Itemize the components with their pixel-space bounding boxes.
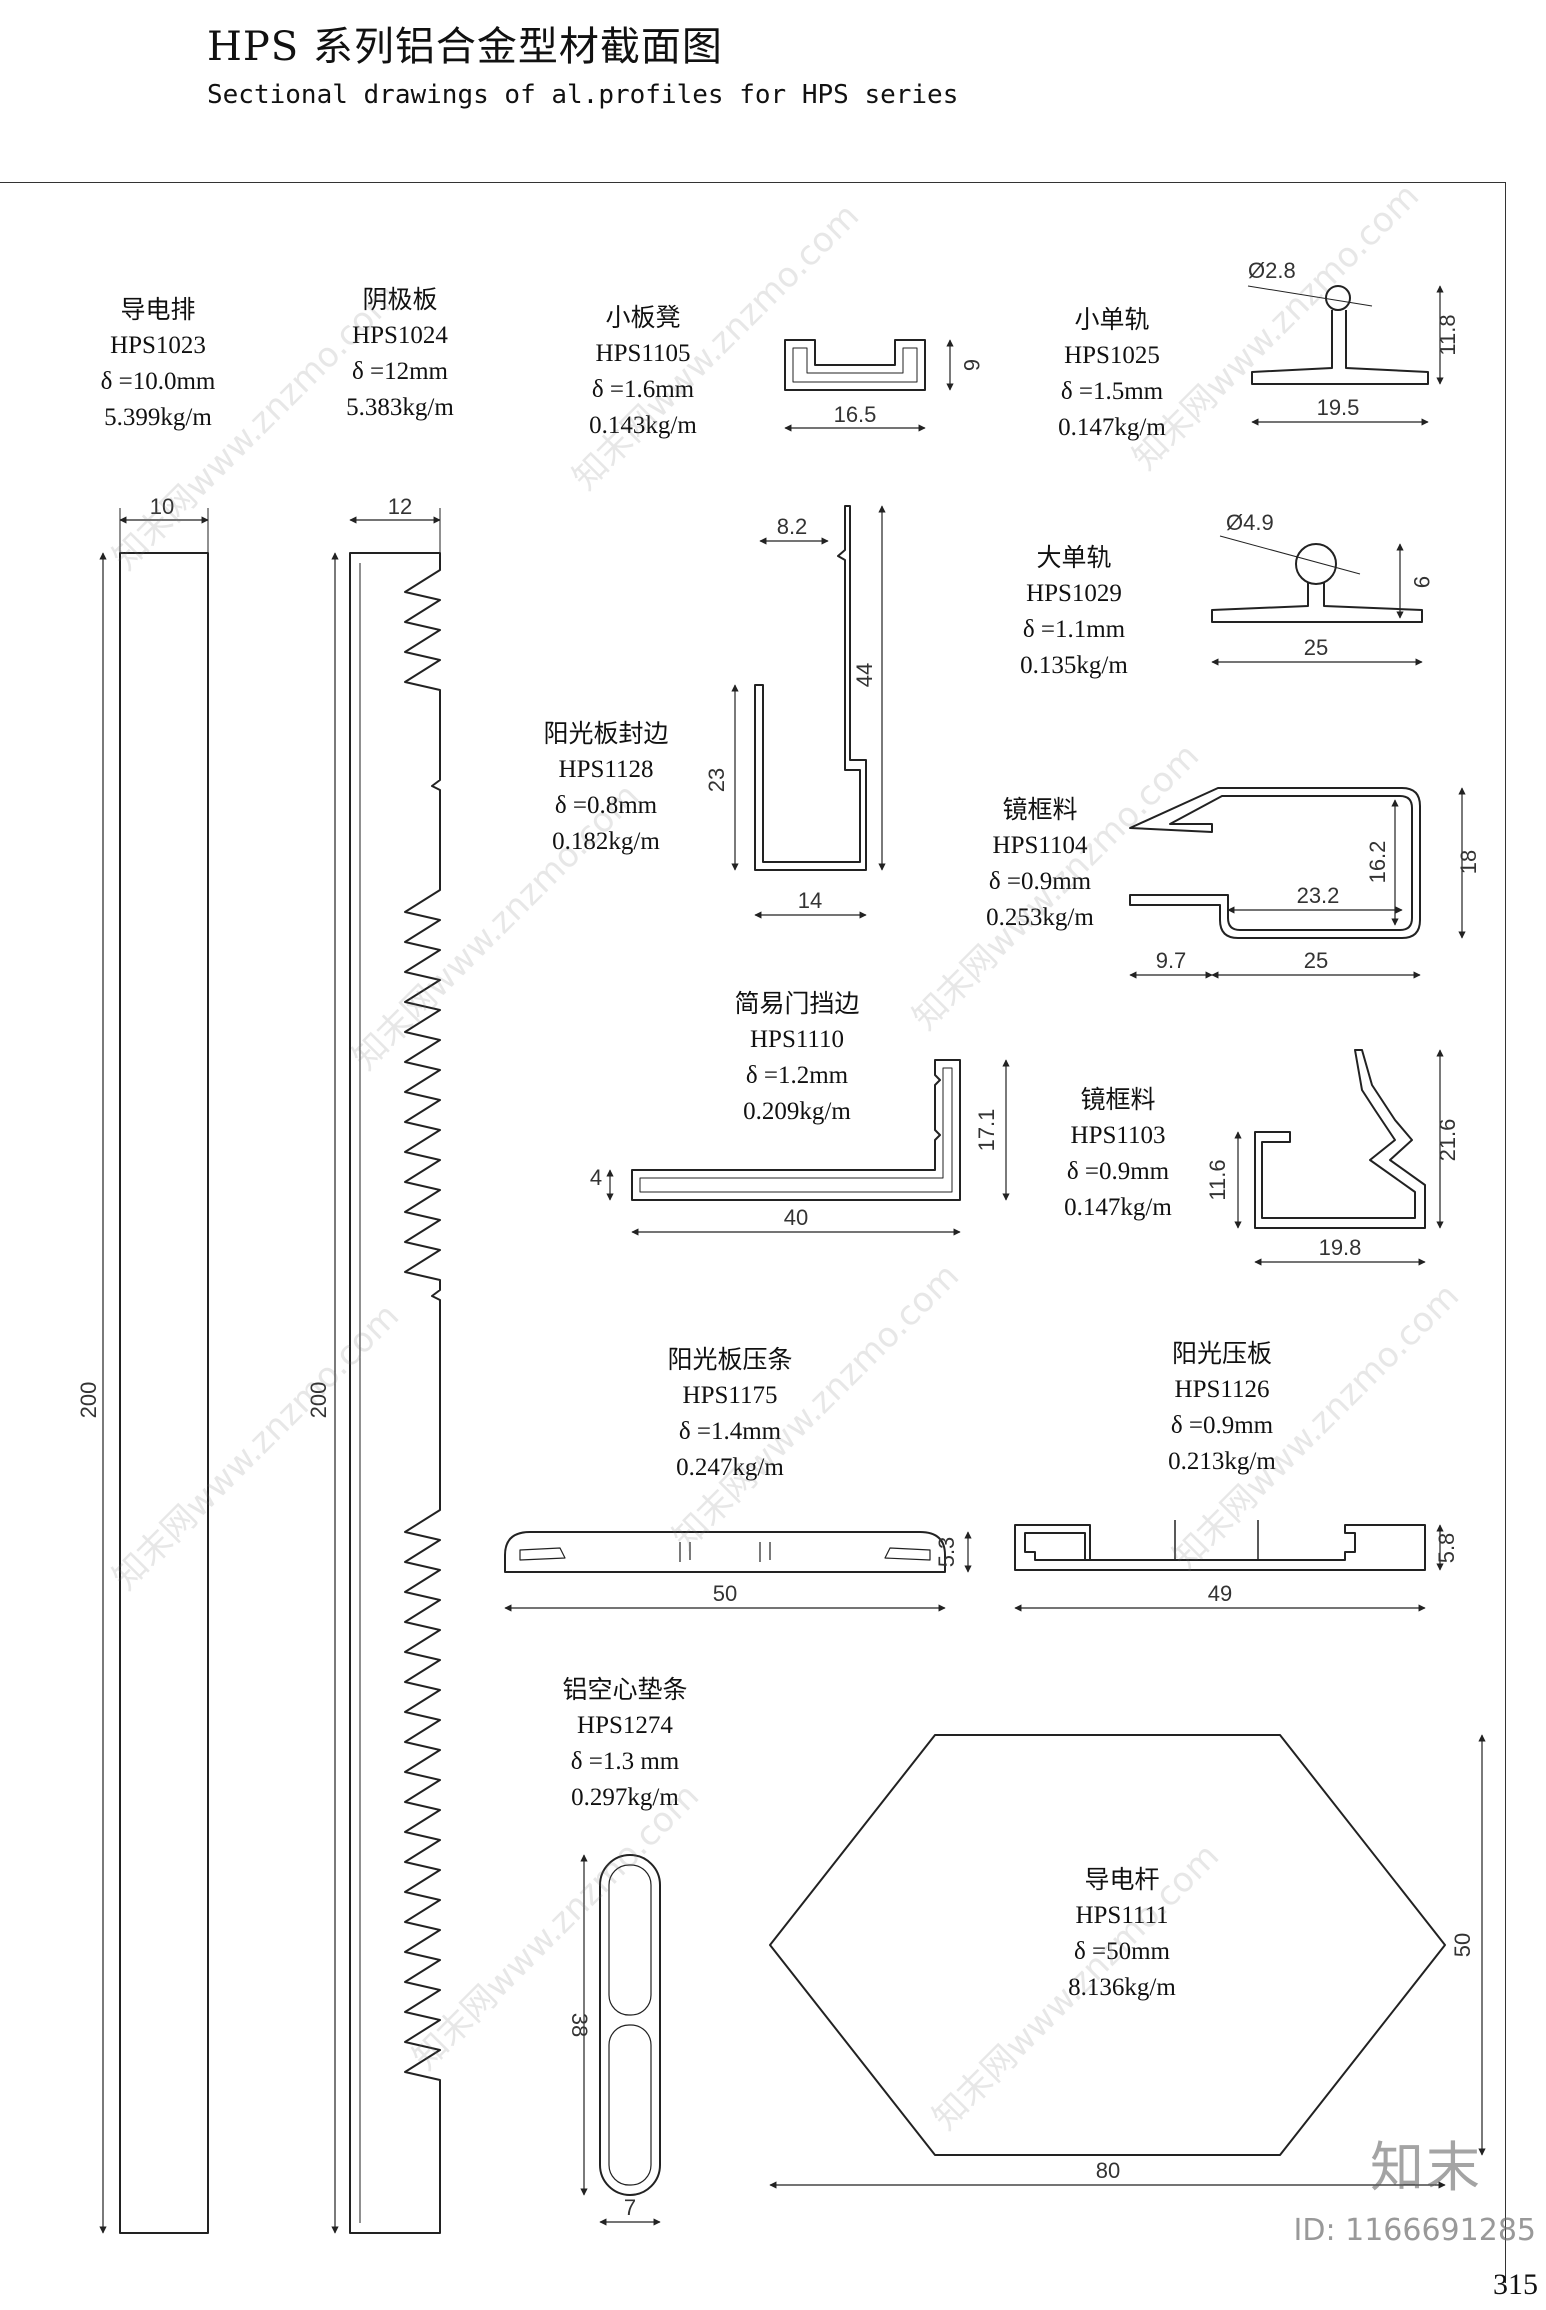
profile-hps1025-shape: Ø2.8 11.8 19.5	[1247, 258, 1460, 426]
dim-hps1110-height: 17.1	[974, 1109, 999, 1152]
dim-hps1104-height: 18	[1456, 850, 1481, 874]
dim-hps1029-height: 9	[1409, 576, 1434, 588]
dim-hps1110-width: 40	[784, 1205, 808, 1230]
dim-hps1103-width: 19.8	[1319, 1235, 1362, 1260]
page-subtitle: Sectional drawings of al.profiles for HP…	[207, 80, 959, 110]
dim-hps1104-inner: 23.2	[1297, 883, 1340, 908]
profile-hps1023-shape: 10 200	[76, 494, 209, 2234]
dim-hps1024-width: 12	[388, 494, 412, 519]
profile-hps1111-shape: 80 50	[769, 1734, 1486, 2189]
dim-hps1105-width: 16.5	[834, 402, 877, 427]
dim-hps1025-height: 11.8	[1435, 314, 1460, 355]
profile-hps1175-shape: 50 5.3	[504, 1531, 972, 1612]
dim-hps1104-lip: 9.7	[1156, 948, 1187, 973]
profile-hps1104-shape: 23.2 16.2 18 9.7 25	[1129, 787, 1481, 979]
profile-hps1029-shape: Ø4.9 9 25	[1211, 510, 1434, 666]
dim-hps1126-height: 5.8	[1434, 1533, 1459, 1564]
dim-hps1104-width: 25	[1304, 948, 1328, 973]
profile-hps1024-shape: 12 200	[306, 494, 441, 2234]
dim-hps1024-length: 200	[306, 1382, 331, 1419]
dim-hps1029-diameter: Ø4.9	[1226, 510, 1274, 535]
dim-hps1111-width: 80	[1096, 2158, 1120, 2183]
page-title: HPS 系列铝合金型材截面图	[207, 24, 723, 70]
dim-hps1274-height: 38	[567, 2013, 592, 2037]
dim-hps1023-width: 10	[150, 494, 174, 519]
dim-hps1025-width: 19.5	[1317, 395, 1360, 420]
dim-hps1128-height: 44	[852, 663, 877, 687]
dim-hps1110-thickness: 4	[590, 1165, 602, 1190]
dim-hps1175-height: 5.3	[934, 1537, 959, 1568]
dim-hps1029-width: 25	[1304, 635, 1328, 660]
dim-hps1175-width: 50	[713, 1581, 737, 1606]
dim-hps1111-height: 50	[1450, 1933, 1475, 1957]
brand-logo: 知末	[1370, 2136, 1482, 2199]
dim-hps1128-top: 8.2	[777, 514, 808, 539]
dim-hps1023-length: 200	[76, 1382, 101, 1419]
dim-hps1128-lower: 23	[704, 768, 729, 792]
dim-hps1103-height: 21.6	[1435, 1119, 1460, 1162]
profile-hps1128-shape: 8.2 44 23 14	[704, 505, 886, 919]
dim-hps1103-inner: 11.6	[1205, 1159, 1230, 1200]
page-number: 315	[1493, 2268, 1538, 2301]
dim-hps1128-width: 14	[798, 888, 822, 913]
profile-hps1274-shape: 38 7	[567, 1854, 661, 2226]
image-id: ID: 1166691285	[1293, 2213, 1536, 2248]
dim-hps1274-width: 7	[624, 2195, 636, 2220]
profile-hps1126-shape: 49 5.8	[1014, 1520, 1459, 1612]
dim-hps1025-diameter: Ø2.8	[1248, 258, 1296, 283]
drawing-frame	[0, 182, 1506, 2283]
profile-hps1110-shape: 40 17.1 4	[590, 1059, 1010, 1236]
dim-hps1126-width: 49	[1208, 1581, 1232, 1606]
dim-hps1104-inner-height: 16.2	[1365, 841, 1390, 884]
profile-hps1103-shape: 11.6 21.6 19.8	[1205, 1049, 1460, 1266]
profile-hps1105-shape: 16.5 6	[784, 339, 984, 432]
dim-hps1105-height: 6	[959, 359, 984, 371]
